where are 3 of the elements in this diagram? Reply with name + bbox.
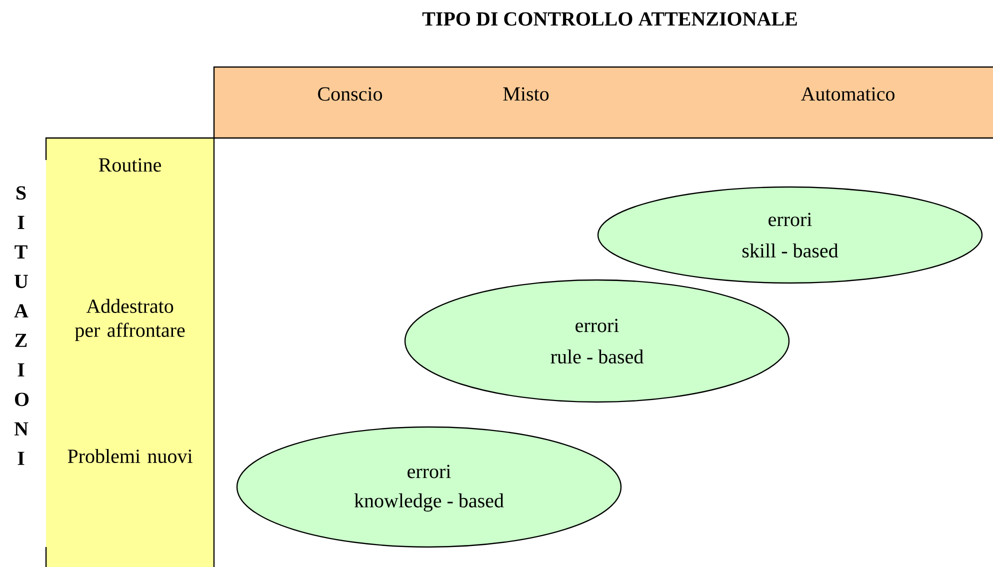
header-band: Conscio Misto Automatico (213, 66, 993, 139)
title: TIPO DI CONTROLLO ATTENZIONALE (422, 12, 797, 26)
row-band: Routine Addestrato per affrontare Problemi nuovi (45, 137, 215, 567)
